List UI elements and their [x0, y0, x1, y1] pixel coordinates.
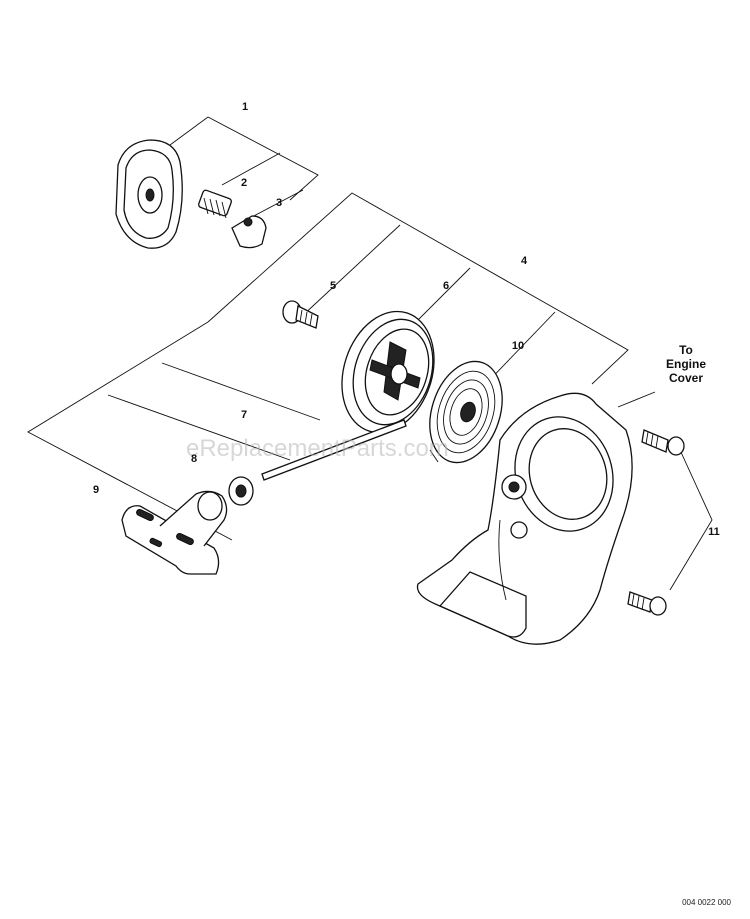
callout-5: 5	[330, 280, 336, 292]
note-line-engine: Engine	[666, 357, 706, 371]
recoil-spring-part	[429, 360, 503, 464]
callout-4: 4	[521, 255, 528, 267]
callout-6: 6	[443, 280, 449, 292]
callout-9: 9	[93, 484, 99, 496]
housing-bolt-upper-part	[641, 429, 685, 456]
starter-handle-part	[121, 490, 228, 575]
callout-10: 10	[512, 340, 524, 352]
callout-3: 3	[276, 197, 282, 209]
pawl-cover-part	[115, 139, 183, 249]
starter-housing-part	[416, 392, 633, 645]
starter-rope-part	[261, 419, 407, 481]
note-line-cover: Cover	[669, 371, 703, 385]
rope-pulley-part	[341, 310, 435, 434]
reference-code: 004 0022 000	[682, 898, 731, 907]
callout-8: 8	[191, 453, 197, 465]
pulley-screw-part	[282, 300, 319, 329]
pawl-part	[231, 215, 267, 249]
pawl-spring-part	[198, 189, 232, 219]
watermark-text: eReplacementParts.com	[186, 435, 449, 462]
callout-2: 2	[241, 177, 247, 189]
callout-7: 7	[241, 409, 247, 421]
housing-bolt-lower-part	[627, 591, 667, 616]
callout-1: 1	[242, 101, 248, 113]
rope-bushing-part	[228, 476, 254, 506]
callout-11: 11	[708, 526, 720, 538]
note-line-to: To	[679, 343, 693, 357]
